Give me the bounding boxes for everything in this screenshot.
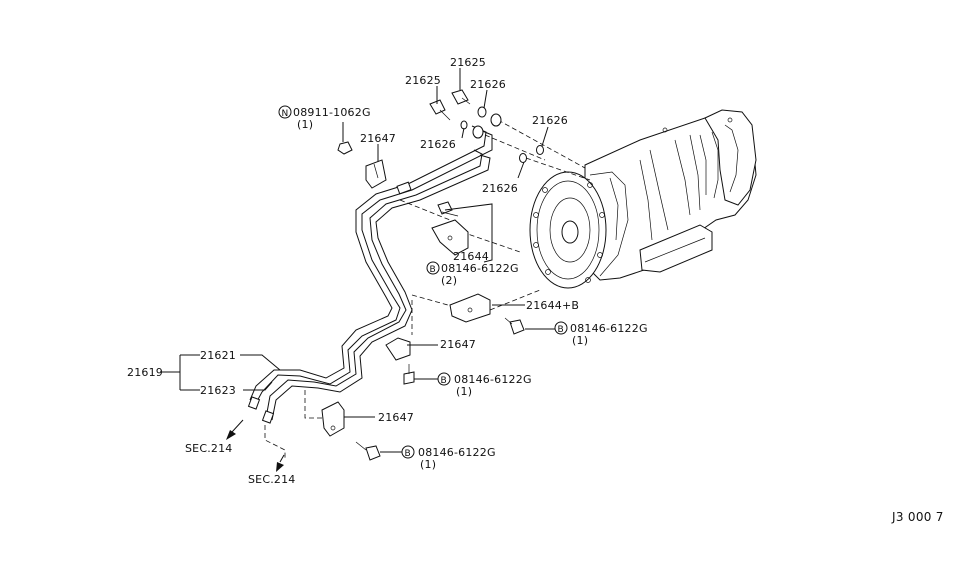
label-21625-top: 21625	[450, 56, 486, 69]
label-21625-left: 21625	[405, 74, 441, 87]
label-bolt3-code: 08146-6122G	[454, 373, 532, 386]
bolt3-prefix-circle	[437, 372, 451, 386]
label-21623: 21623	[200, 384, 236, 397]
label-21619: 21619	[127, 366, 163, 379]
label-sec214-upper: SEC.214	[185, 442, 233, 455]
part-labels: 21625 21625 21626 21626 21626 21626 N 08…	[127, 56, 944, 524]
bolt4-prefix: B	[405, 449, 411, 459]
label-21626-top: 21626	[470, 78, 506, 91]
leader-lines	[160, 68, 555, 472]
bolt4-prefix-circle	[401, 445, 415, 459]
bolt1-prefix: B	[430, 265, 436, 275]
label-21647-mid: 21647	[440, 338, 476, 351]
label-nut-qty: (1)	[297, 118, 313, 131]
oil-cooler-tubes	[249, 125, 493, 421]
label-bolt1-qty: (2)	[441, 274, 457, 287]
label-21626-bottom: 21626	[482, 182, 518, 195]
bolt2-prefix: B	[558, 325, 564, 335]
small-parts	[247, 89, 544, 461]
leader-dashes	[264, 119, 591, 460]
bolt3-prefix: B	[441, 376, 447, 386]
bolt1-prefix-circle	[426, 261, 440, 275]
bolt2-prefix-circle	[554, 321, 568, 335]
label-bolt4-qty: (1)	[420, 458, 436, 471]
label-bolt2-code: 08146-6122G	[570, 322, 648, 335]
label-21626-mid: 21626	[420, 138, 456, 151]
nut-prefix-circle	[278, 105, 292, 119]
label-bolt1-code: 08146-6122G	[441, 262, 519, 275]
label-21644b: 21644+B	[526, 299, 579, 312]
label-21626-right: 21626	[532, 114, 568, 127]
diagram-code: J3 000 7	[891, 510, 944, 524]
label-21644: 21644	[453, 250, 489, 263]
label-sec214-lower: SEC.214	[248, 473, 296, 486]
label-08911-1062g: 08911-1062G	[293, 106, 371, 119]
label-bolt4-code: 08146-6122G	[418, 446, 496, 459]
label-bolt2-qty: (1)	[572, 334, 588, 347]
label-21647-top: 21647	[360, 132, 396, 145]
nut-prefix: N	[282, 109, 289, 119]
label-21621: 21621	[200, 349, 236, 362]
label-21647-low: 21647	[378, 411, 414, 424]
label-bolt3-qty: (1)	[456, 385, 472, 398]
transmission-assembly	[529, 109, 757, 289]
